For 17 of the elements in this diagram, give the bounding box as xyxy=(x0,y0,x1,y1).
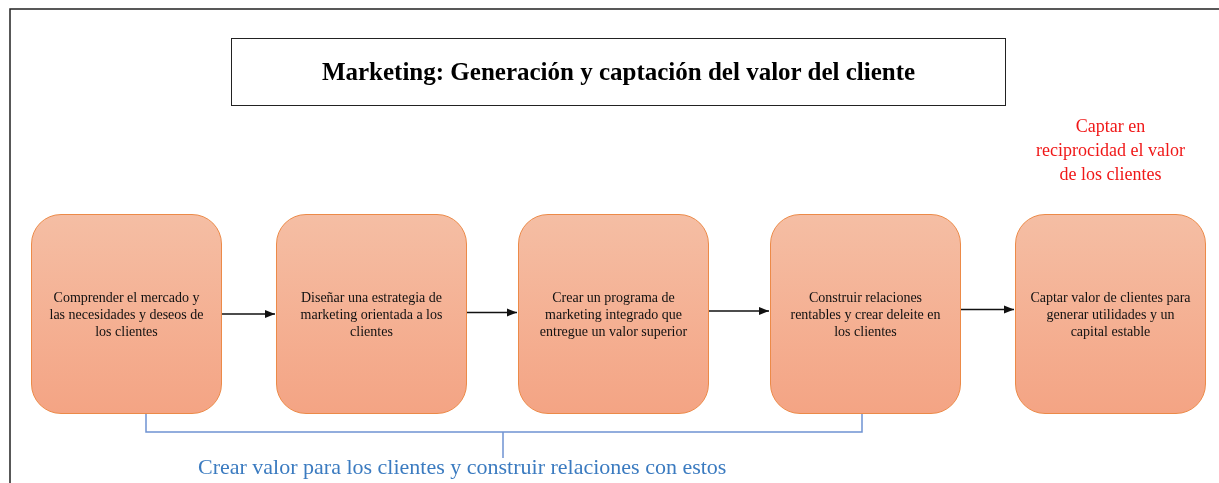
arrow xyxy=(466,308,518,317)
process-box xyxy=(518,214,709,414)
bracket-label: Crear valor para los clientes y construir relaciones con estos xyxy=(198,454,727,480)
title: Marketing: Generación y captación del valor del cliente xyxy=(231,38,1006,106)
arrow xyxy=(960,305,1015,314)
arrow xyxy=(708,306,770,316)
process-box xyxy=(770,214,961,414)
step-text: Construir relaciones rentables y crear deleite en los clientes xyxy=(789,288,942,340)
step-text: Captar valor de clientes para generar utilidades y un capital estable xyxy=(1030,288,1191,340)
arrow xyxy=(221,309,276,319)
node-caption: Captar en reciprocidad el valor de los clientes xyxy=(1035,115,1186,186)
process-box xyxy=(31,214,222,414)
step-text: Diseñar una estrategia de marketing orientada a los clientes xyxy=(299,288,444,340)
step-text: Comprender el mercado y las necesidades y deseos de los clientes xyxy=(48,288,205,340)
step-text: Crear un programa de marketing integrado que entregue un valor superior xyxy=(538,288,689,340)
process-box xyxy=(1015,214,1206,414)
process-box xyxy=(276,214,467,414)
